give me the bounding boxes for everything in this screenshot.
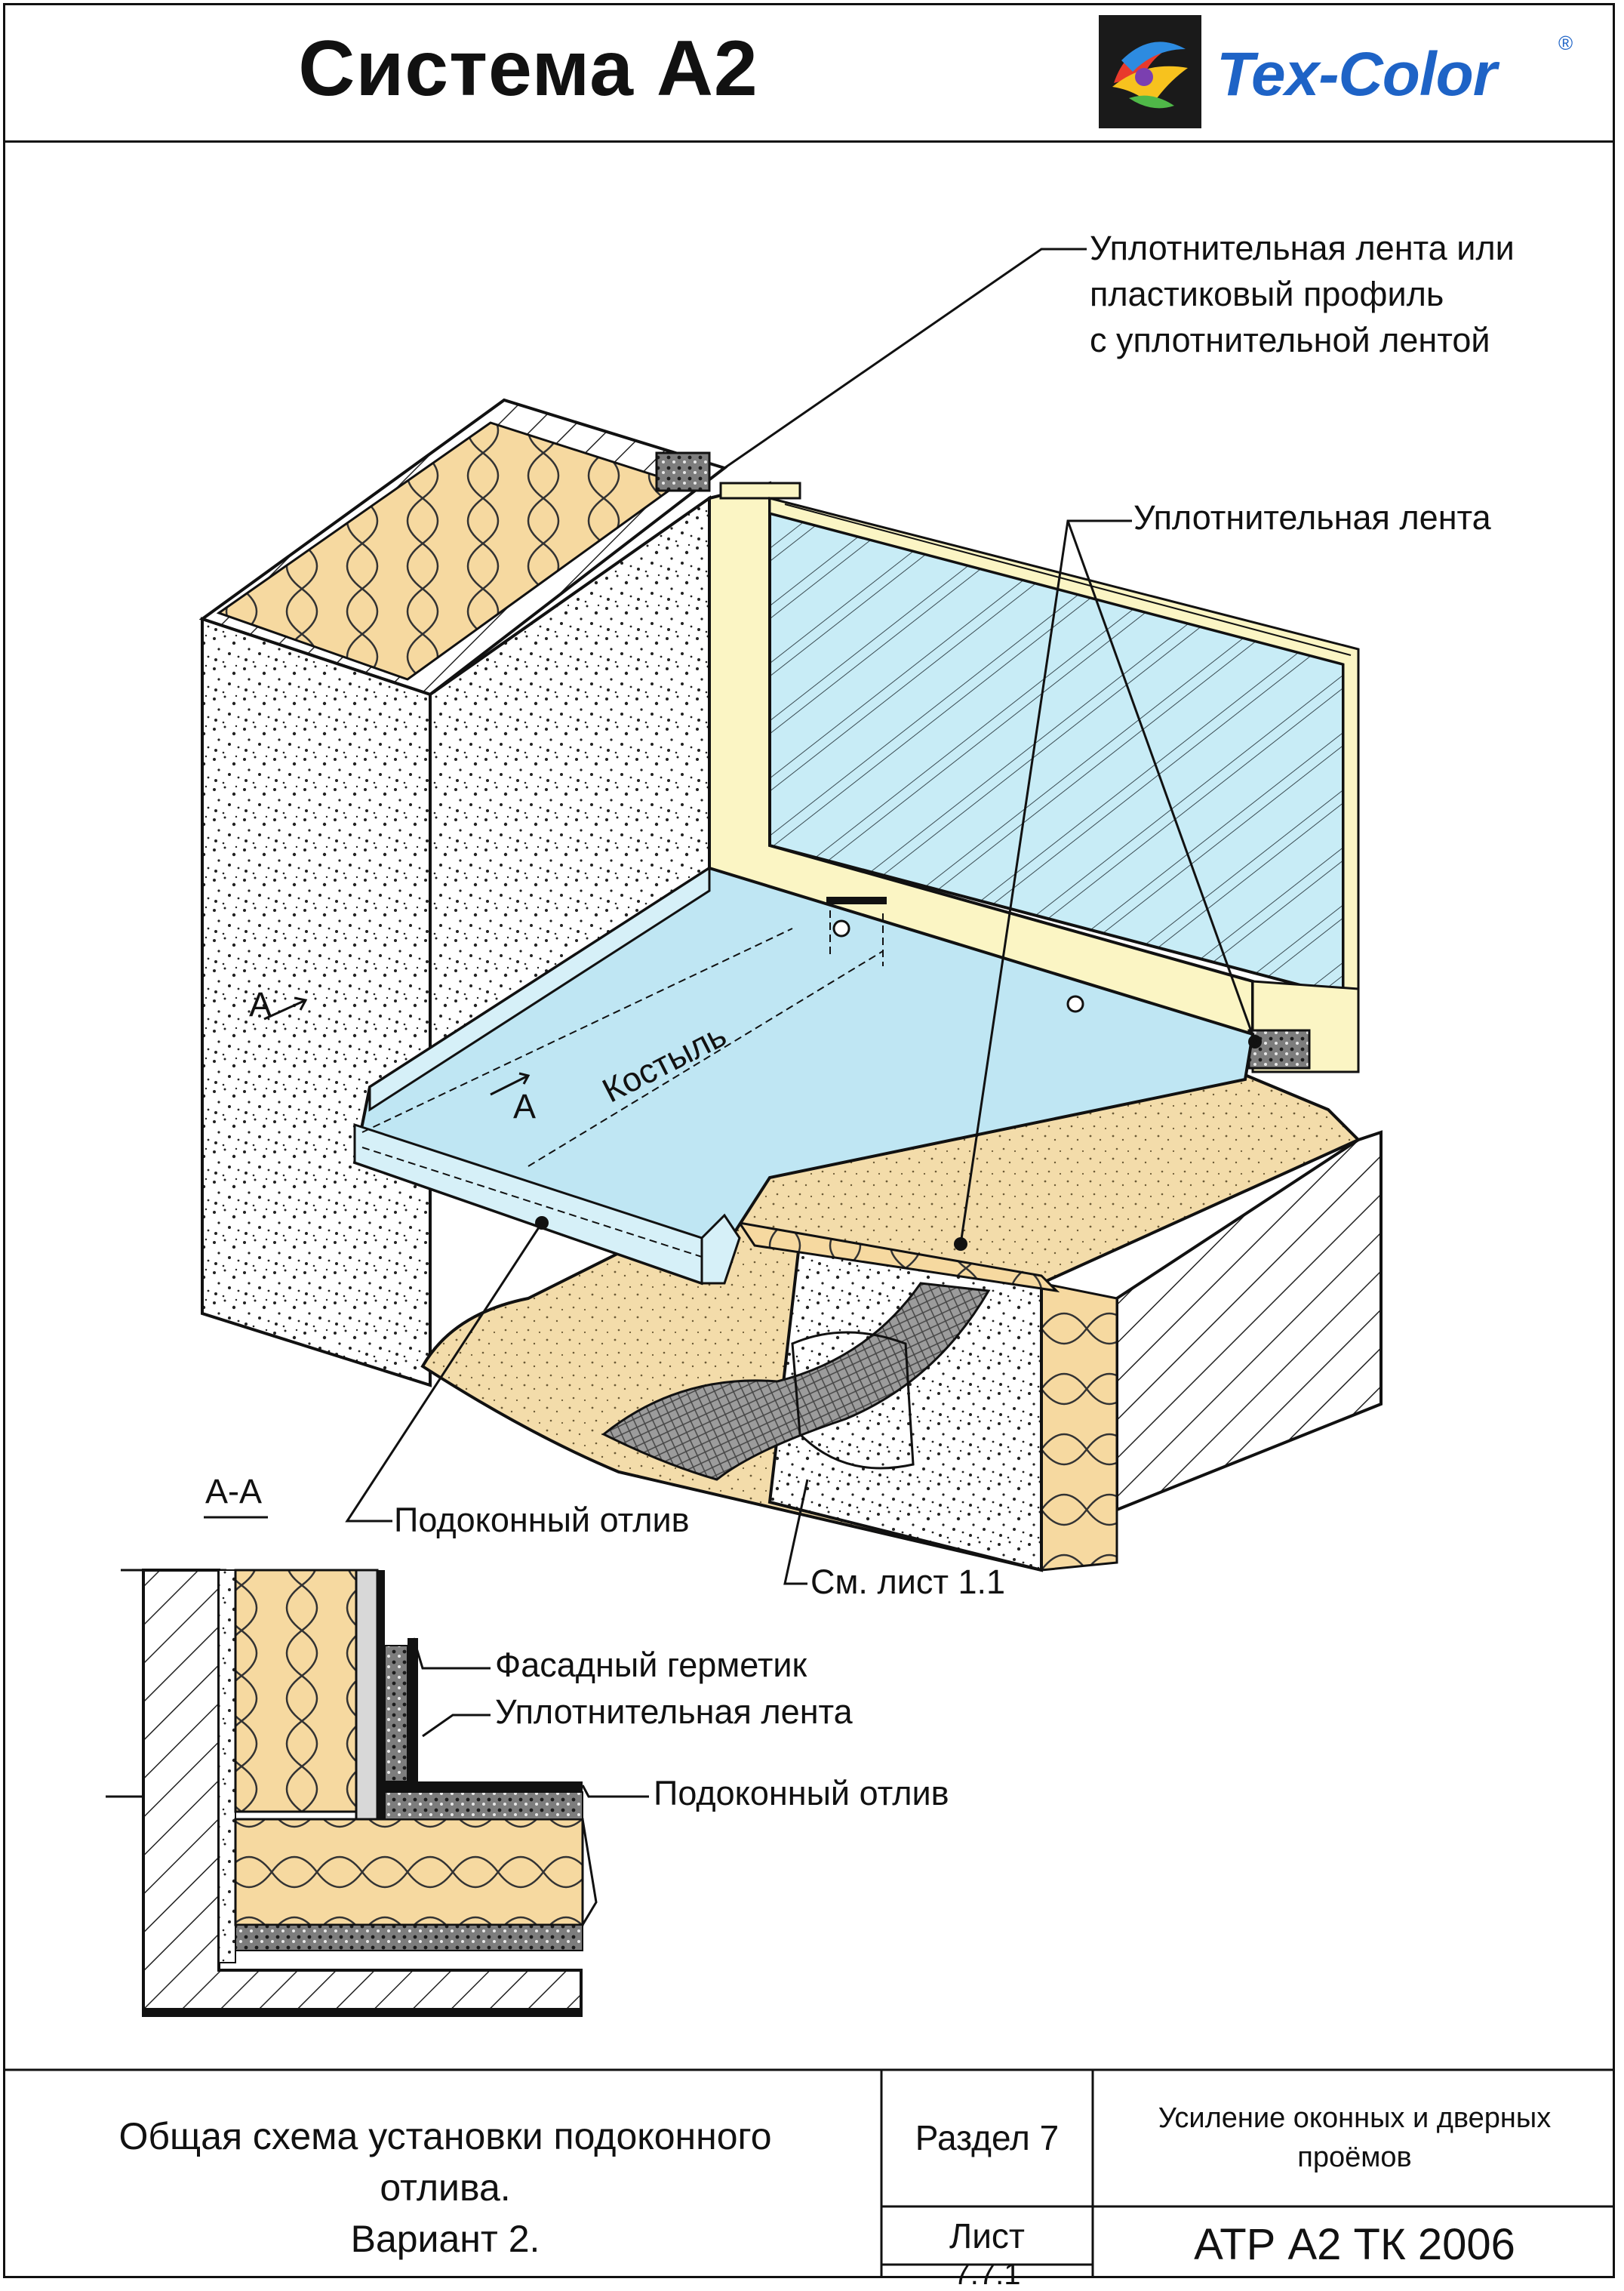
sheet-number: 7.7.1 [953, 2258, 1021, 2291]
topic-line-2: проёмов [1297, 2142, 1412, 2173]
section-mark-sill: А [513, 1087, 537, 1125]
description-line-1: Общая схема установки подоконного [118, 2115, 772, 2157]
screw-icon [1066, 995, 1084, 1013]
section-arrow-icon [263, 996, 308, 1021]
section-mark-left: А [249, 985, 272, 1024]
section-number: Раздел 7 [915, 2118, 1060, 2157]
section-sealing-tape [384, 1791, 583, 1820]
insulation-right [1040, 1282, 1118, 1572]
header-divider [3, 140, 1615, 143]
section-title: А-А [205, 1472, 263, 1510]
section-sill-label: Подоконный отлив [654, 1774, 949, 1812]
section-insulation-horizontal [234, 1818, 584, 1926]
tex-color-logo: Tex-Color ® [1087, 15, 1592, 128]
registered-mark: ® [1558, 32, 1573, 54]
callout-line-3: с уплотнительной лентой [1090, 321, 1490, 359]
footer-topic: Усиление оконных и дверных проёмов [1096, 2099, 1613, 2177]
leader-line [783, 1479, 809, 1585]
callout-line-2: пластиковый профиль [1090, 275, 1444, 313]
plaster-left-face [201, 617, 432, 1387]
document-code: АТР А2 ТК 2006 [1194, 2220, 1515, 2269]
leader-line [724, 248, 1087, 470]
section-insulation-vertical [234, 1569, 358, 1813]
drawing-sheet [3, 3, 1615, 2278]
sheet-label: Лист [949, 2216, 1025, 2256]
drawing-title: Система А2 [298, 25, 758, 112]
logo-wordmark: Tex-Color [1216, 40, 1497, 109]
callout-line-1: Уплотнительная лента или [1090, 229, 1515, 267]
logo-emblem-icon [1099, 15, 1201, 128]
description-line-3: Вариант 2. [350, 2218, 540, 2260]
see-sheet-label: См. лист 1.1 [810, 1563, 1006, 1601]
facade-sealant-label: Фасадный герметик [495, 1646, 807, 1684]
sill-label: Подоконный отлив [394, 1501, 690, 1539]
description-line-2: отлива. [380, 2166, 511, 2209]
section-arrow-icon [490, 1072, 531, 1096]
section-sill [385, 1781, 583, 1792]
sealing-tape-label: Уплотнительная лента [1133, 498, 1491, 537]
top-sealing-label: Уплотнительная лента или пластиковый про… [1090, 225, 1515, 363]
section-sealing-tape-label: Уплотнительная лента [495, 1692, 853, 1731]
footer-description: Общая схема установки подоконного отлива… [15, 2111, 875, 2265]
topic-line-1: Усиление оконных и дверных [1158, 2102, 1552, 2134]
leader-line [345, 1222, 543, 1523]
sealing-tape-top [655, 451, 711, 492]
screw-icon [832, 919, 850, 938]
